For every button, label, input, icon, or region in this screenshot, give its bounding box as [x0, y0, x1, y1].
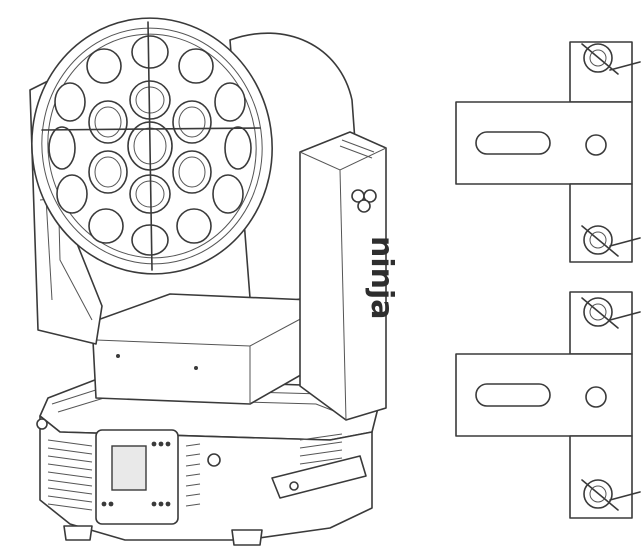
face-strut-horizontal	[41, 127, 261, 131]
lens-cell	[212, 174, 244, 214]
control-buttons	[101, 441, 171, 507]
lens-cell	[176, 208, 212, 244]
bracket-bottom	[455, 291, 641, 519]
yoke-center-block	[91, 293, 311, 405]
base-left-vent	[47, 439, 93, 511]
bracket-top	[455, 41, 641, 263]
base-foot-left	[63, 525, 93, 541]
base-right-vent	[185, 443, 201, 507]
lens-cell	[48, 126, 76, 170]
lens-cell	[131, 224, 169, 256]
bracket-slot	[475, 383, 551, 407]
lens-cell	[88, 208, 124, 244]
lens-cell	[54, 82, 86, 122]
lens-cell	[56, 174, 88, 214]
arm-logo	[351, 189, 377, 213]
lens-cell	[178, 48, 214, 84]
base-foot-right	[231, 529, 263, 546]
moving-head-fixture: ninja	[29, 17, 399, 546]
bracket-hole	[585, 386, 607, 408]
lcd-screen	[111, 445, 147, 491]
bracket-hole	[585, 134, 607, 156]
quick-lock-fastener	[581, 297, 641, 329]
lens-cell	[214, 82, 246, 122]
head-front-face	[31, 17, 273, 275]
base-side-vent	[299, 433, 343, 465]
right-arm-vent	[339, 139, 375, 159]
quick-lock-fastener	[581, 43, 641, 75]
bracket-slot	[475, 131, 551, 155]
quick-lock-fastener	[581, 479, 641, 511]
lens-cell	[224, 126, 252, 170]
lens-cell	[131, 35, 169, 69]
arm-logo-text: ninja	[364, 236, 399, 320]
lens-cell	[86, 48, 122, 84]
face-strut-vertical	[147, 21, 153, 271]
quick-lock-fastener	[581, 225, 641, 257]
